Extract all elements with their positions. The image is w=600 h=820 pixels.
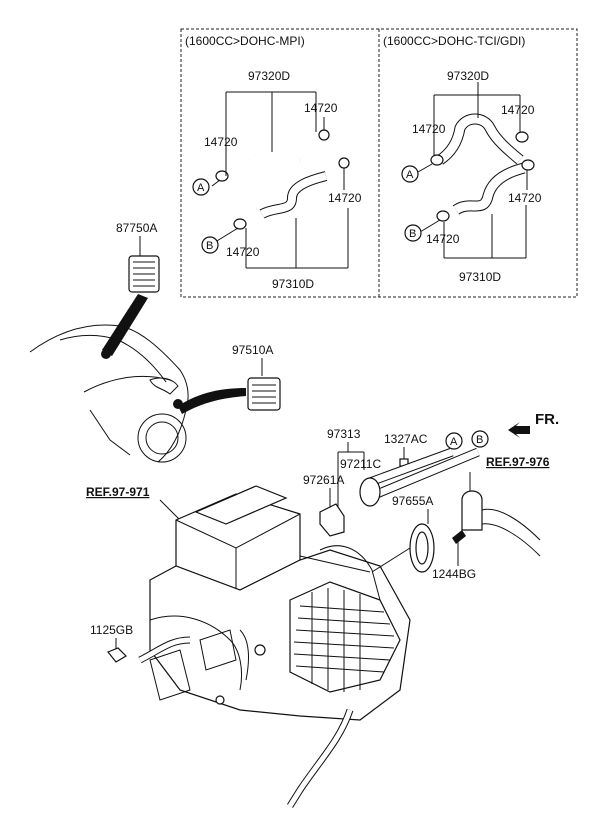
right-14720-mid-right: 14720 [508, 191, 542, 205]
bolt-1125GB [107, 647, 127, 663]
car-silhouette [29, 324, 189, 463]
left-marker-b-text: B [206, 240, 213, 252]
left-hose-group [215, 129, 350, 230]
connector-97-976 [461, 490, 541, 557]
label-97510A: 97510A [232, 343, 273, 357]
label-1125GB: 1125GB [90, 623, 133, 637]
right-leaders [417, 82, 528, 259]
heater-pipe-97211C [359, 447, 480, 507]
front-arrow-icon [508, 422, 530, 438]
vent-97510A [247, 377, 281, 411]
arrow-87750A [102, 294, 148, 356]
left-14720-mid-right: 14720 [328, 191, 362, 205]
right-97320D-label: 97320D [447, 69, 489, 83]
main-marker-a [445, 432, 463, 450]
left-box-title: (1600CC>DOHC-MPI) [185, 34, 305, 48]
label-97211C: 97211C [340, 457, 381, 471]
ref-97-976: REF.97-976 [486, 455, 550, 469]
right-marker-b-text: B [409, 228, 416, 240]
main-marker-b-text: B [476, 434, 483, 446]
clip-97261A [319, 503, 345, 537]
right-marker-a-text: A [406, 169, 414, 181]
left-97320D-label: 97320D [248, 69, 290, 83]
grommet-97655A [409, 523, 435, 573]
left-97310D-label: 97310D [272, 277, 314, 291]
main-marker-a-text: A [450, 436, 458, 448]
ref-97-971: REF.97-971 [86, 485, 150, 499]
heater-unit [149, 485, 411, 721]
right-hose-group [430, 113, 535, 222]
leader-ref-971 [159, 499, 181, 521]
vent-87750A [128, 255, 160, 293]
bolt-1244BG [452, 530, 466, 544]
right-marker-b [404, 224, 422, 242]
label-87750A: 87750A [116, 221, 157, 235]
label-97261A: 97261A [303, 473, 344, 487]
left-14720-top-left: 14720 [204, 135, 238, 149]
right-box-title: (1600CC>DOHC-TCI/GDI) [383, 34, 525, 48]
label-97313: 97313 [327, 427, 361, 441]
right-14720-top-right: 14720 [501, 103, 535, 117]
left-marker-a-text: A [197, 182, 205, 194]
right-14720-bottom: 14720 [426, 232, 460, 246]
arrow-97510A [178, 388, 246, 414]
left-14720-bottom: 14720 [226, 245, 260, 259]
label-1327AC: 1327AC [384, 432, 428, 446]
front-direction-label: FR. [535, 411, 559, 428]
left-marker-b [201, 236, 219, 254]
label-97655A: 97655A [392, 494, 433, 508]
leader-grommet-heater [371, 547, 411, 573]
main-marker-b [471, 430, 489, 448]
left-14720-top-right: 14720 [304, 101, 338, 115]
right-97310D-label: 97310D [459, 270, 501, 284]
right-marker-a [401, 165, 419, 183]
left-leaders [211, 91, 349, 269]
label-1244BG: 1244BG [432, 567, 476, 581]
left-marker-a [192, 178, 210, 196]
right-14720-top-left: 14720 [412, 122, 446, 136]
